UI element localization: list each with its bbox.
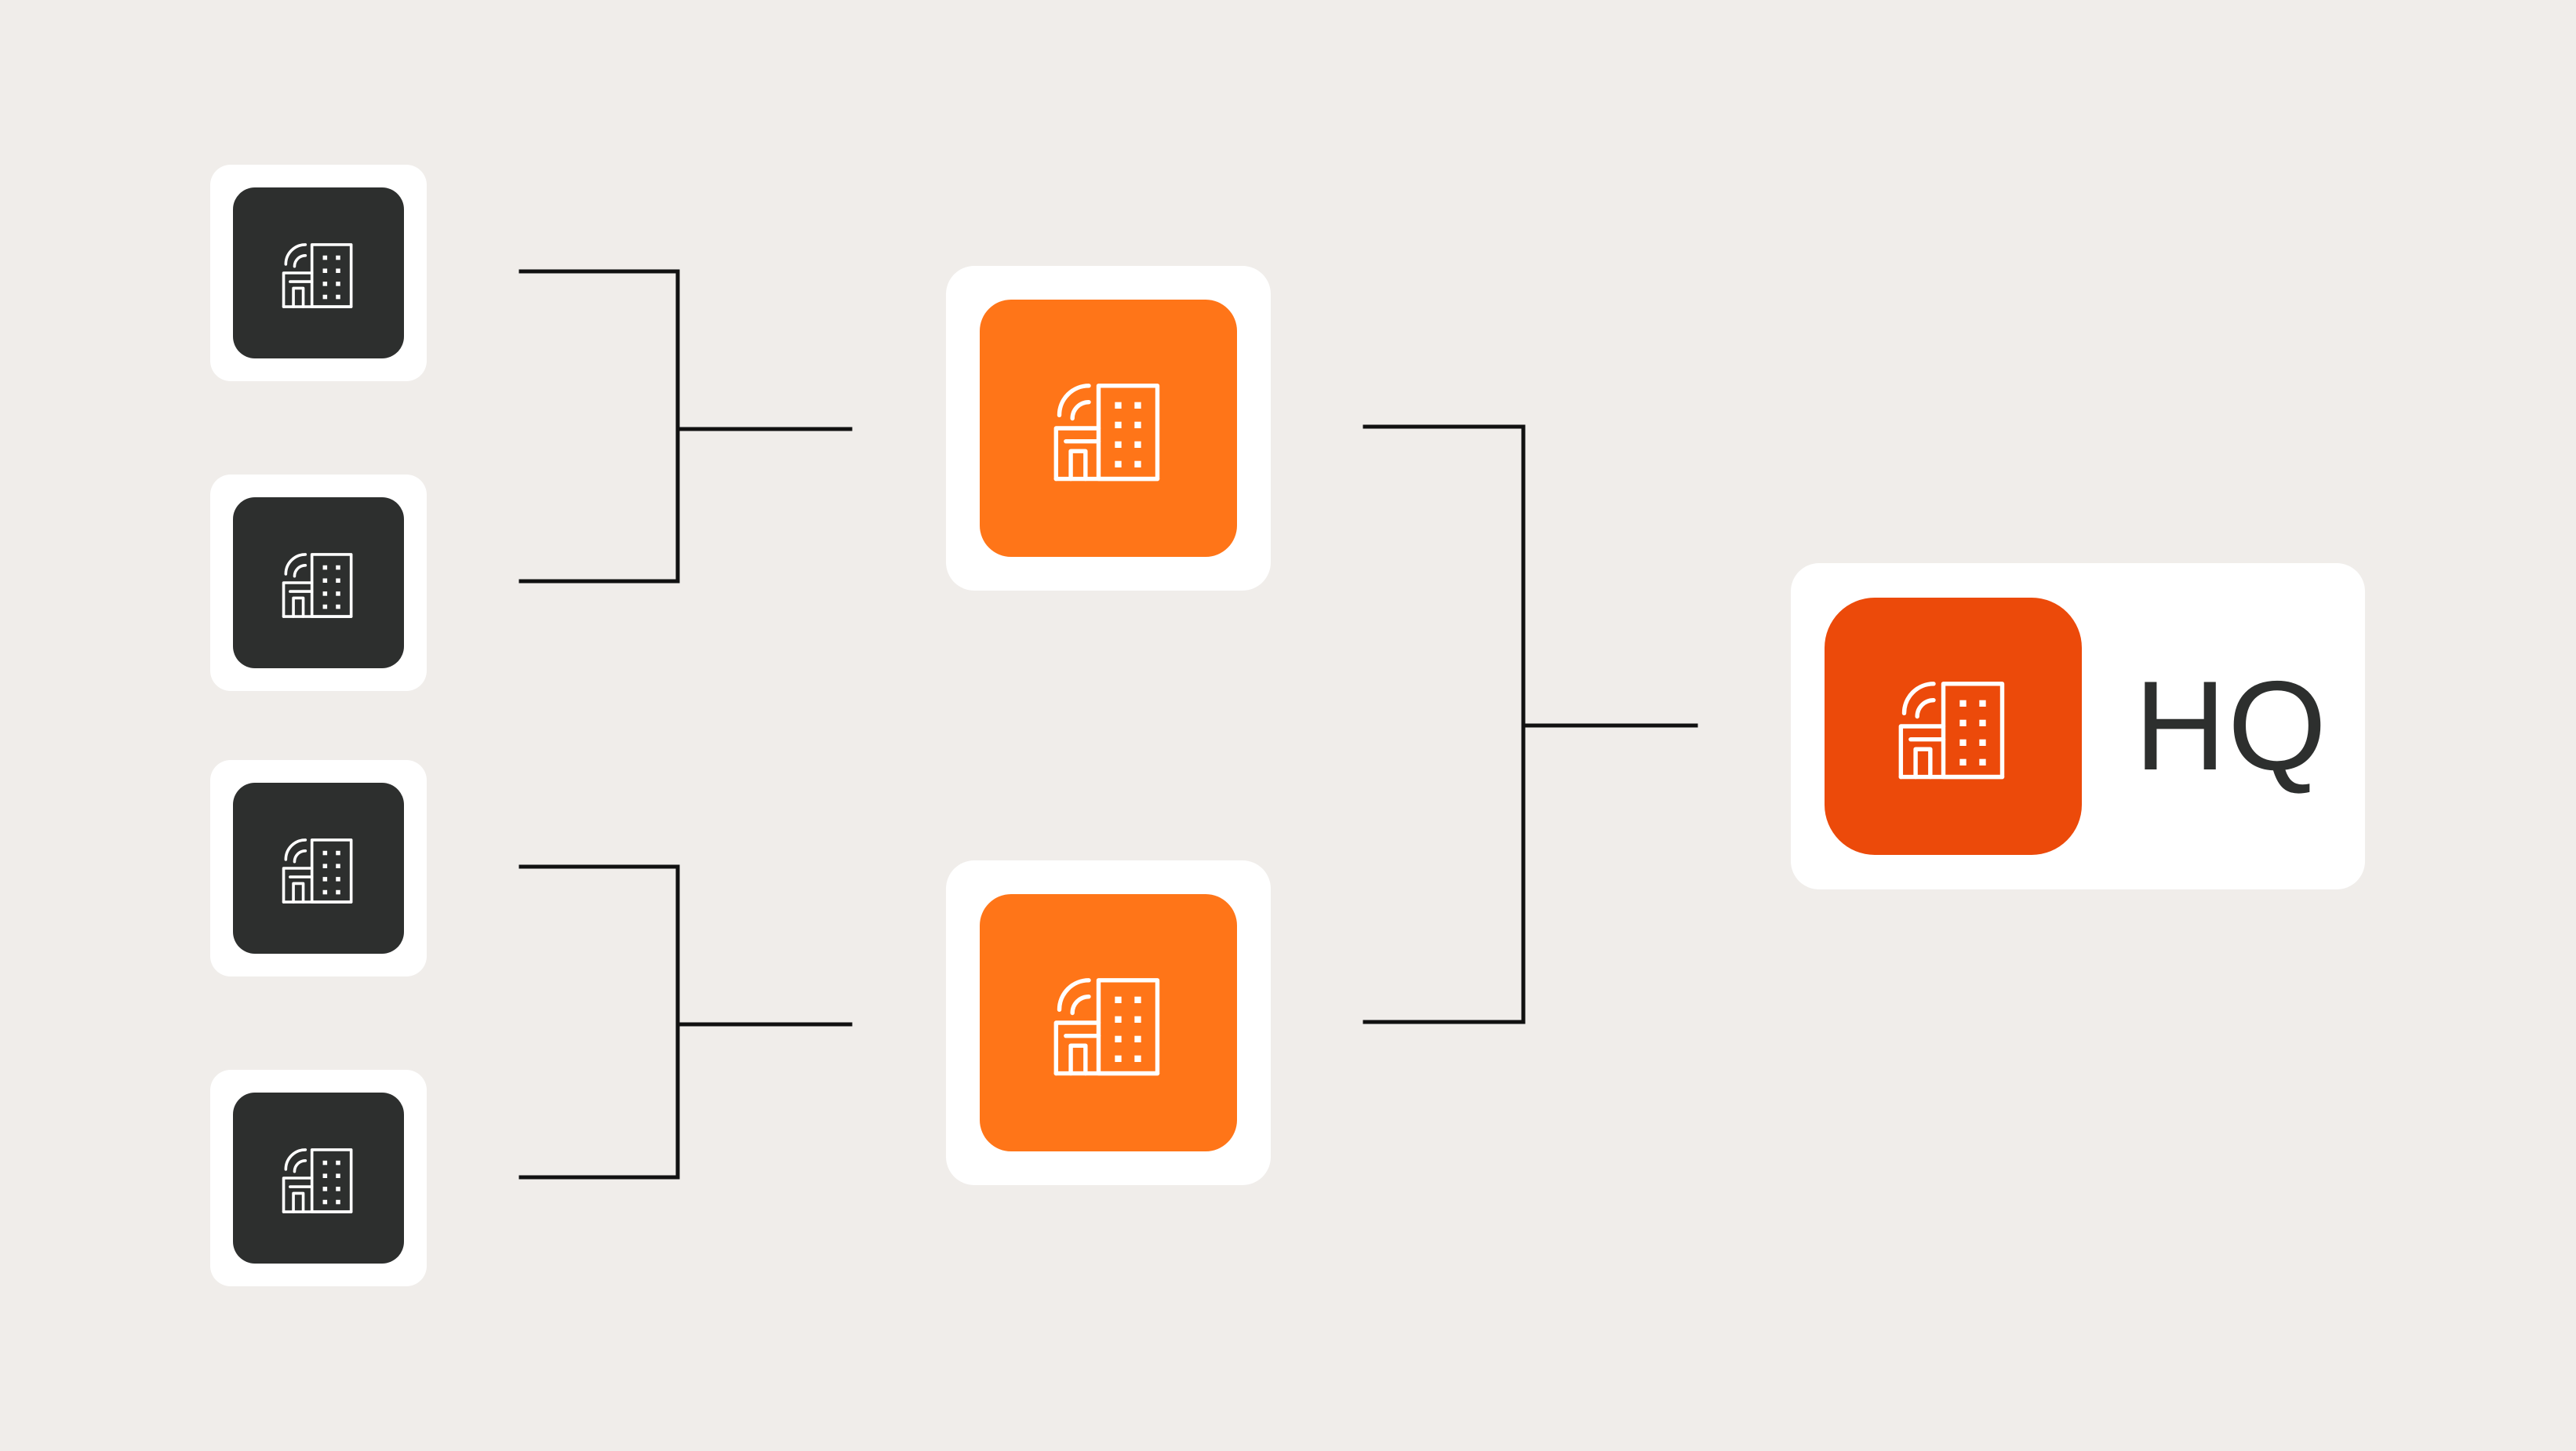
branch-office-node-2: [210, 475, 427, 691]
connector-regional-2-to-hq: [1363, 723, 1526, 1024]
regional-office-node-1: [946, 266, 1271, 591]
branch-office-tile: [233, 1093, 404, 1264]
connector-branch-3-to-regional-2: [518, 864, 680, 1027]
connector-branch-1-to-regional-1: [518, 269, 680, 431]
regional-office-tile: [980, 300, 1237, 557]
branch-office-tile: [233, 187, 404, 358]
connector-regional-1-to-hq: [1363, 424, 1526, 728]
connected-building-icon: [282, 838, 353, 904]
regional-office-node-2: [946, 860, 1271, 1185]
branch-office-node-4: [210, 1070, 427, 1286]
connected-building-icon: [282, 1148, 353, 1213]
connected-building-icon: [1050, 369, 1167, 487]
hq-node: HQ: [1791, 563, 2365, 889]
branch-office-node-1: [210, 165, 427, 381]
regional-office-tile: [980, 894, 1237, 1151]
branch-office-node-3: [210, 760, 427, 976]
hq-label: HQ: [2134, 655, 2328, 797]
branch-office-tile: [233, 497, 404, 668]
connected-building-icon: [1050, 964, 1167, 1082]
connected-building-icon: [282, 243, 353, 308]
branch-office-tile: [233, 783, 404, 954]
hq-tile: [1825, 598, 2082, 855]
connector-branch-2-to-regional-1: [518, 427, 680, 584]
connector-branch-4-to-regional-2: [518, 1022, 680, 1180]
connected-building-icon: [282, 553, 353, 618]
connected-building-icon: [1894, 667, 2012, 785]
